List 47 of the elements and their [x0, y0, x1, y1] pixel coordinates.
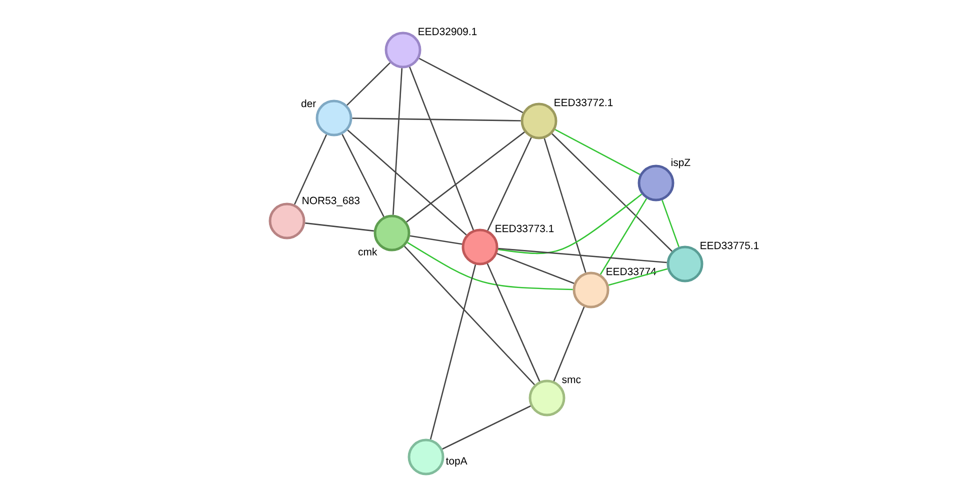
- node-label: EED33775.1: [700, 242, 759, 250]
- edge-line: [347, 130, 467, 236]
- network-node: topA: [408, 438, 468, 476]
- node-label: EED33774: [606, 268, 656, 276]
- network-node: EED33775.1: [666, 240, 760, 282]
- node-label: cmk: [358, 248, 378, 256]
- network-node: EED32909.1: [384, 26, 478, 68]
- edge-line: [552, 133, 672, 252]
- network-node: EED33773.1: [462, 224, 556, 266]
- edge-line: [342, 134, 384, 217]
- edge-line: [346, 62, 390, 106]
- node-label: EED33772.1: [554, 98, 613, 106]
- edge-line: [486, 263, 540, 382]
- edge-line: [496, 252, 574, 284]
- edge-line: [404, 246, 535, 386]
- edge-line: [418, 58, 524, 114]
- network-node: der: [300, 98, 352, 136]
- edge-line: [305, 222, 374, 232]
- edge-line: [487, 137, 532, 231]
- edge-line: [294, 134, 328, 205]
- edge-line: [553, 306, 585, 382]
- edge-line: [554, 128, 640, 176]
- edge-line: [407, 242, 573, 290]
- edge-line: [430, 264, 476, 440]
- network-node: ispZ: [638, 157, 692, 202]
- edge-line: [410, 235, 462, 245]
- node-label: der: [301, 99, 316, 108]
- node-label: topA: [446, 457, 468, 467]
- network-node: EED33772.1: [520, 98, 614, 140]
- edge-line: [498, 248, 667, 264]
- edge-line: [392, 68, 403, 215]
- edge-line: [442, 405, 531, 450]
- edge-line: [600, 198, 648, 275]
- node-label: EED32909.1: [418, 28, 477, 36]
- edge-line: [409, 66, 474, 230]
- node-label: ispZ: [672, 158, 690, 168]
- edge-line: [352, 118, 521, 122]
- edge-line: [608, 268, 668, 286]
- network-node: smc: [528, 376, 582, 416]
- edge-line: [662, 200, 680, 248]
- node-label: NOR53_683: [302, 196, 360, 206]
- edge-line: [498, 194, 642, 254]
- edge-line: [406, 132, 525, 222]
- edge-line: [544, 138, 586, 273]
- node-label: smc: [562, 377, 581, 384]
- node-label: EED33773.1: [496, 224, 554, 232]
- network-node: EED33774: [572, 266, 658, 308]
